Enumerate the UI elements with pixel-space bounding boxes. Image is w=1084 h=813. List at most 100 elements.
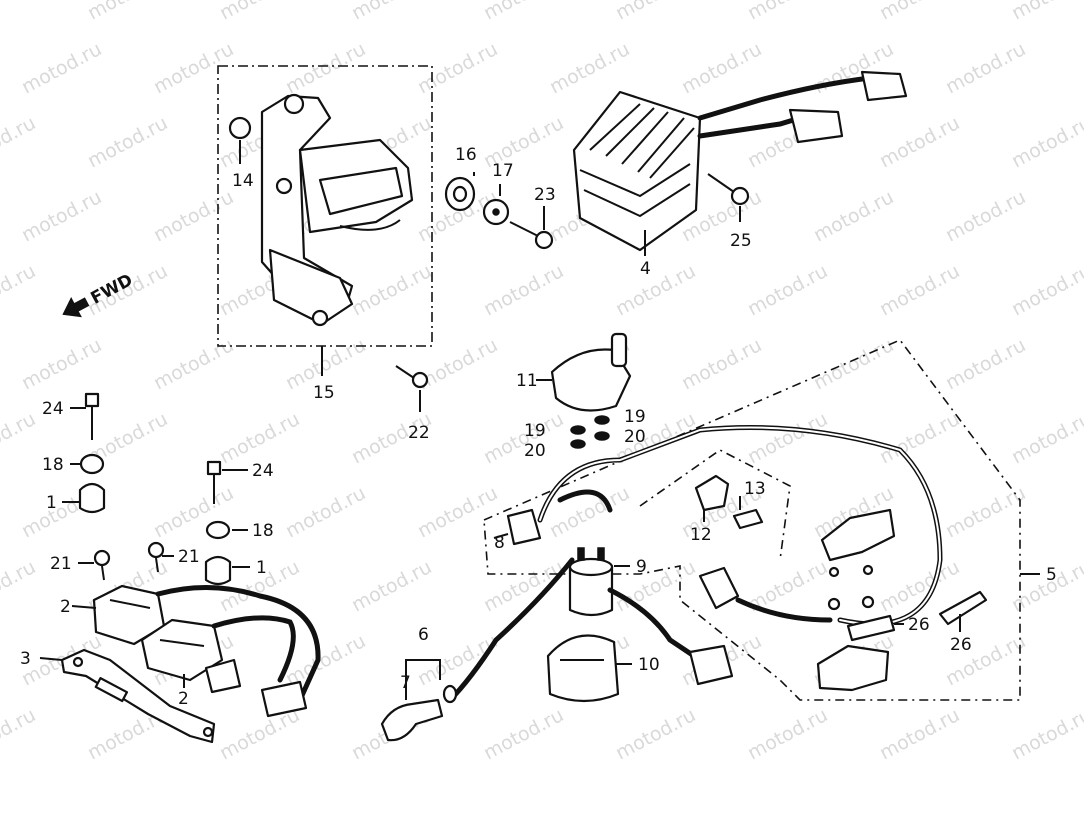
watermark-text: motod.ru [150,334,237,394]
callout-25: 25 [730,231,752,251]
callout-3: 3 [20,649,31,669]
callout-14: 14 [232,171,254,191]
callout-18-left: 18 [42,455,64,475]
watermark-text: motod.ru [1008,704,1084,764]
watermark-text: motod.ru [348,260,435,320]
washer-18-left [79,453,105,475]
watermark-text: motod.ru [942,334,1029,394]
watermark-text: motod.ru [876,0,963,24]
callout-19-right: 19 [624,407,646,427]
watermark-text: motod.ru [810,334,897,394]
callout-7: 7 [400,673,411,693]
relay-rubber-mount-10 [546,634,620,703]
rubber-mount-1-left [78,482,106,514]
washer-20-right [594,431,610,441]
callout-20-left: 20 [524,441,546,461]
callout-24-left: 24 [42,399,64,419]
watermark-text: motod.ru [480,556,567,616]
washer-a [827,597,841,611]
watermark-text: motod.ru [876,260,963,320]
callout-18-mid: 18 [252,521,274,541]
rubber-mount-1-mid [204,555,232,586]
washer-18-mid [205,520,231,540]
watermark-text: motod.ru [678,38,765,98]
watermark-text: motod.ru [678,334,765,394]
watermark-text: motod.ru [942,482,1029,542]
fuse-26-in-box [846,614,896,642]
watermark-text: motod.ru [1008,408,1084,468]
watermark-text: motod.ru [810,186,897,246]
callout-8: 8 [494,533,505,553]
spare-fuse-26 [938,590,988,626]
watermark-text: motod.ru [18,38,105,98]
callout-24-mid: 24 [252,461,274,481]
connector-8 [506,508,542,546]
watermark-text: motod.ru [0,556,39,616]
regulator-rectifier-4 [572,70,908,252]
watermark-text: motod.ru [876,112,963,172]
callout-5: 5 [1046,565,1057,585]
washer-20-left [570,439,586,449]
harness-connector-left [698,566,740,610]
callout-12: 12 [690,525,712,545]
watermark-text: motod.ru [150,38,237,98]
watermark-text: motod.ru [0,704,39,764]
watermark-text: motod.ru [84,112,171,172]
bolt-25 [707,173,750,206]
callout-9: 9 [636,557,647,577]
callout-1-mid: 1 [256,558,267,578]
starter-relay-cover-11 [550,332,632,412]
callout-2-lower: 2 [178,689,189,709]
watermark-text: motod.ru [0,408,39,468]
bolt-21-b [147,541,165,573]
watermark-text: motod.ru [1008,260,1084,320]
watermark-text: motod.ru [480,0,567,24]
fuse-13 [732,508,764,530]
watermark-text: motod.ru [150,186,237,246]
coil-connector-a [204,658,242,694]
watermark-text: motod.ru [348,0,435,24]
callout-26-b: 26 [950,635,972,655]
coil-connector-b [260,680,308,718]
callout-23: 23 [534,185,556,205]
watermark-text: motod.ru [414,334,501,394]
collar-17 [482,198,510,226]
ignition-coil-2-lower [140,618,224,682]
watermark-text: motod.ru [1008,112,1084,172]
watermark-text: motod.ru [480,704,567,764]
bolt-21-a [93,549,111,581]
watermark-text: motod.ru [0,0,39,24]
watermark-text: motod.ru [744,704,831,764]
bolt-24-mid [206,460,222,504]
callout-21-a: 21 [50,554,72,574]
callout-6: 6 [418,625,429,645]
watermark-text: motod.ru [282,38,369,98]
bolt-22 [395,365,429,412]
harness-group-boundary [483,339,1021,701]
watermark-text: motod.ru [744,260,831,320]
callout-labels: 14 15 16 17 23 4 25 22 24 18 1 24 18 1 2… [20,145,1057,709]
coil-mount-plate-3 [60,648,216,744]
watermark-text: motod.ru [18,186,105,246]
watermark-text: motod.ru [0,260,39,320]
bolt-24-left [84,392,100,440]
watermark-text: motod.ru [216,704,303,764]
washer-19-right [594,415,610,425]
callout-20-right: 20 [624,427,646,447]
screw-a [828,566,840,578]
watermark-text: motod.ru [1008,0,1084,24]
callout-13: 13 [744,479,766,499]
watermark-text: motod.ru [612,0,699,24]
fuse-box-base [816,644,890,692]
callout-1-left: 1 [46,493,57,513]
fuse-box-cover [820,508,896,562]
callout-17: 17 [492,161,514,181]
relay-connector [688,644,734,686]
watermark-text: motod.ru [612,704,699,764]
terminal-cover-7 [380,698,444,742]
watermark-text: motod.ru [18,334,105,394]
watermark-text: motod.ru [942,38,1029,98]
callout-4: 4 [640,259,651,279]
watermark-text: motod.ru [546,38,633,98]
